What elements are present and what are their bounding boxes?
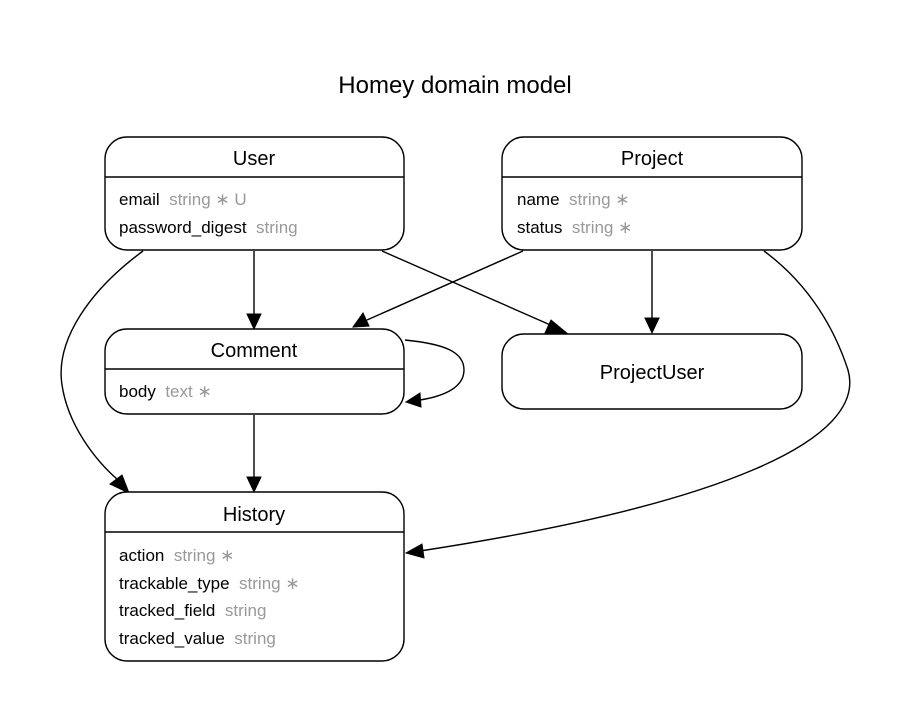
arrowhead-comment-self <box>404 392 422 408</box>
edge-project-comment <box>366 250 524 321</box>
attr-name: trackable_type <box>119 574 230 593</box>
arrowhead-user-history <box>109 474 130 494</box>
attr-type: string ∗ <box>174 546 235 565</box>
arrowhead-project-history <box>404 543 425 559</box>
edge-project-history <box>419 250 851 552</box>
arrowhead-comment-history <box>246 476 262 494</box>
entity-history-box <box>104 491 405 662</box>
attr-name: email <box>119 190 160 209</box>
entity-user-name: User <box>233 148 276 170</box>
attr-name: status <box>517 218 562 237</box>
entity-history-name: History <box>223 504 285 526</box>
attr-type: string <box>234 629 276 648</box>
arrowhead-project-comment <box>351 312 370 328</box>
edge-comment-self <box>404 339 465 401</box>
entity-project-attr-1: status string ∗ <box>517 218 632 237</box>
entity-projectuser[interactable]: ProjectUser <box>501 333 803 410</box>
entity-comment-box <box>104 328 405 415</box>
entity-project-attr-0: name string ∗ <box>517 190 630 209</box>
entity-comment-attr-0: body text ∗ <box>119 382 212 401</box>
entity-projectuser-box <box>501 333 803 410</box>
attr-type: string ∗ <box>239 574 300 593</box>
attr-name: action <box>119 546 164 565</box>
entity-user[interactable]: User email string ∗ U password_digest st… <box>104 136 405 251</box>
edge-user-history <box>60 250 144 481</box>
attr-type: string <box>225 601 267 620</box>
entity-history[interactable]: History action string ∗ trackable_type s… <box>104 491 405 662</box>
attr-name: name <box>517 190 560 209</box>
attr-type: string ∗ <box>572 218 633 237</box>
entity-history-attr-3: tracked_value string <box>119 629 276 648</box>
entity-user-attr-1: password_digest string <box>119 218 298 237</box>
attr-type: string <box>256 218 298 237</box>
diagram-title: Homey domain model <box>338 72 571 99</box>
attr-name: password_digest <box>119 218 247 237</box>
attr-type: string ∗ U <box>169 190 247 209</box>
arrowhead-project-projectuser <box>644 317 660 335</box>
arrowhead-user-projectuser <box>544 319 570 335</box>
attr-type: string ∗ <box>569 190 630 209</box>
entity-projectuser-name: ProjectUser <box>600 362 705 384</box>
attr-type: text ∗ <box>165 382 211 401</box>
arrowhead-user-comment <box>246 313 262 331</box>
entity-project-name: Project <box>621 148 684 170</box>
entity-history-attr-1: trackable_type string ∗ <box>119 574 300 593</box>
edge-user-projectuser <box>381 250 556 328</box>
attr-name: tracked_value <box>119 629 225 648</box>
entity-user-box <box>104 136 405 251</box>
attr-name: body <box>119 382 156 401</box>
entity-history-attr-2: tracked_field string <box>119 601 266 620</box>
entity-user-attr-0: email string ∗ U <box>119 190 247 209</box>
entity-project-box <box>501 136 803 251</box>
relationship-edges <box>60 250 851 559</box>
entity-history-attr-0: action string ∗ <box>119 546 234 565</box>
entity-comment-name: Comment <box>211 340 298 362</box>
entity-comment[interactable]: Comment body text ∗ <box>104 328 405 415</box>
entity-project[interactable]: Project name string ∗ status string ∗ <box>501 136 803 251</box>
attr-name: tracked_field <box>119 601 215 620</box>
